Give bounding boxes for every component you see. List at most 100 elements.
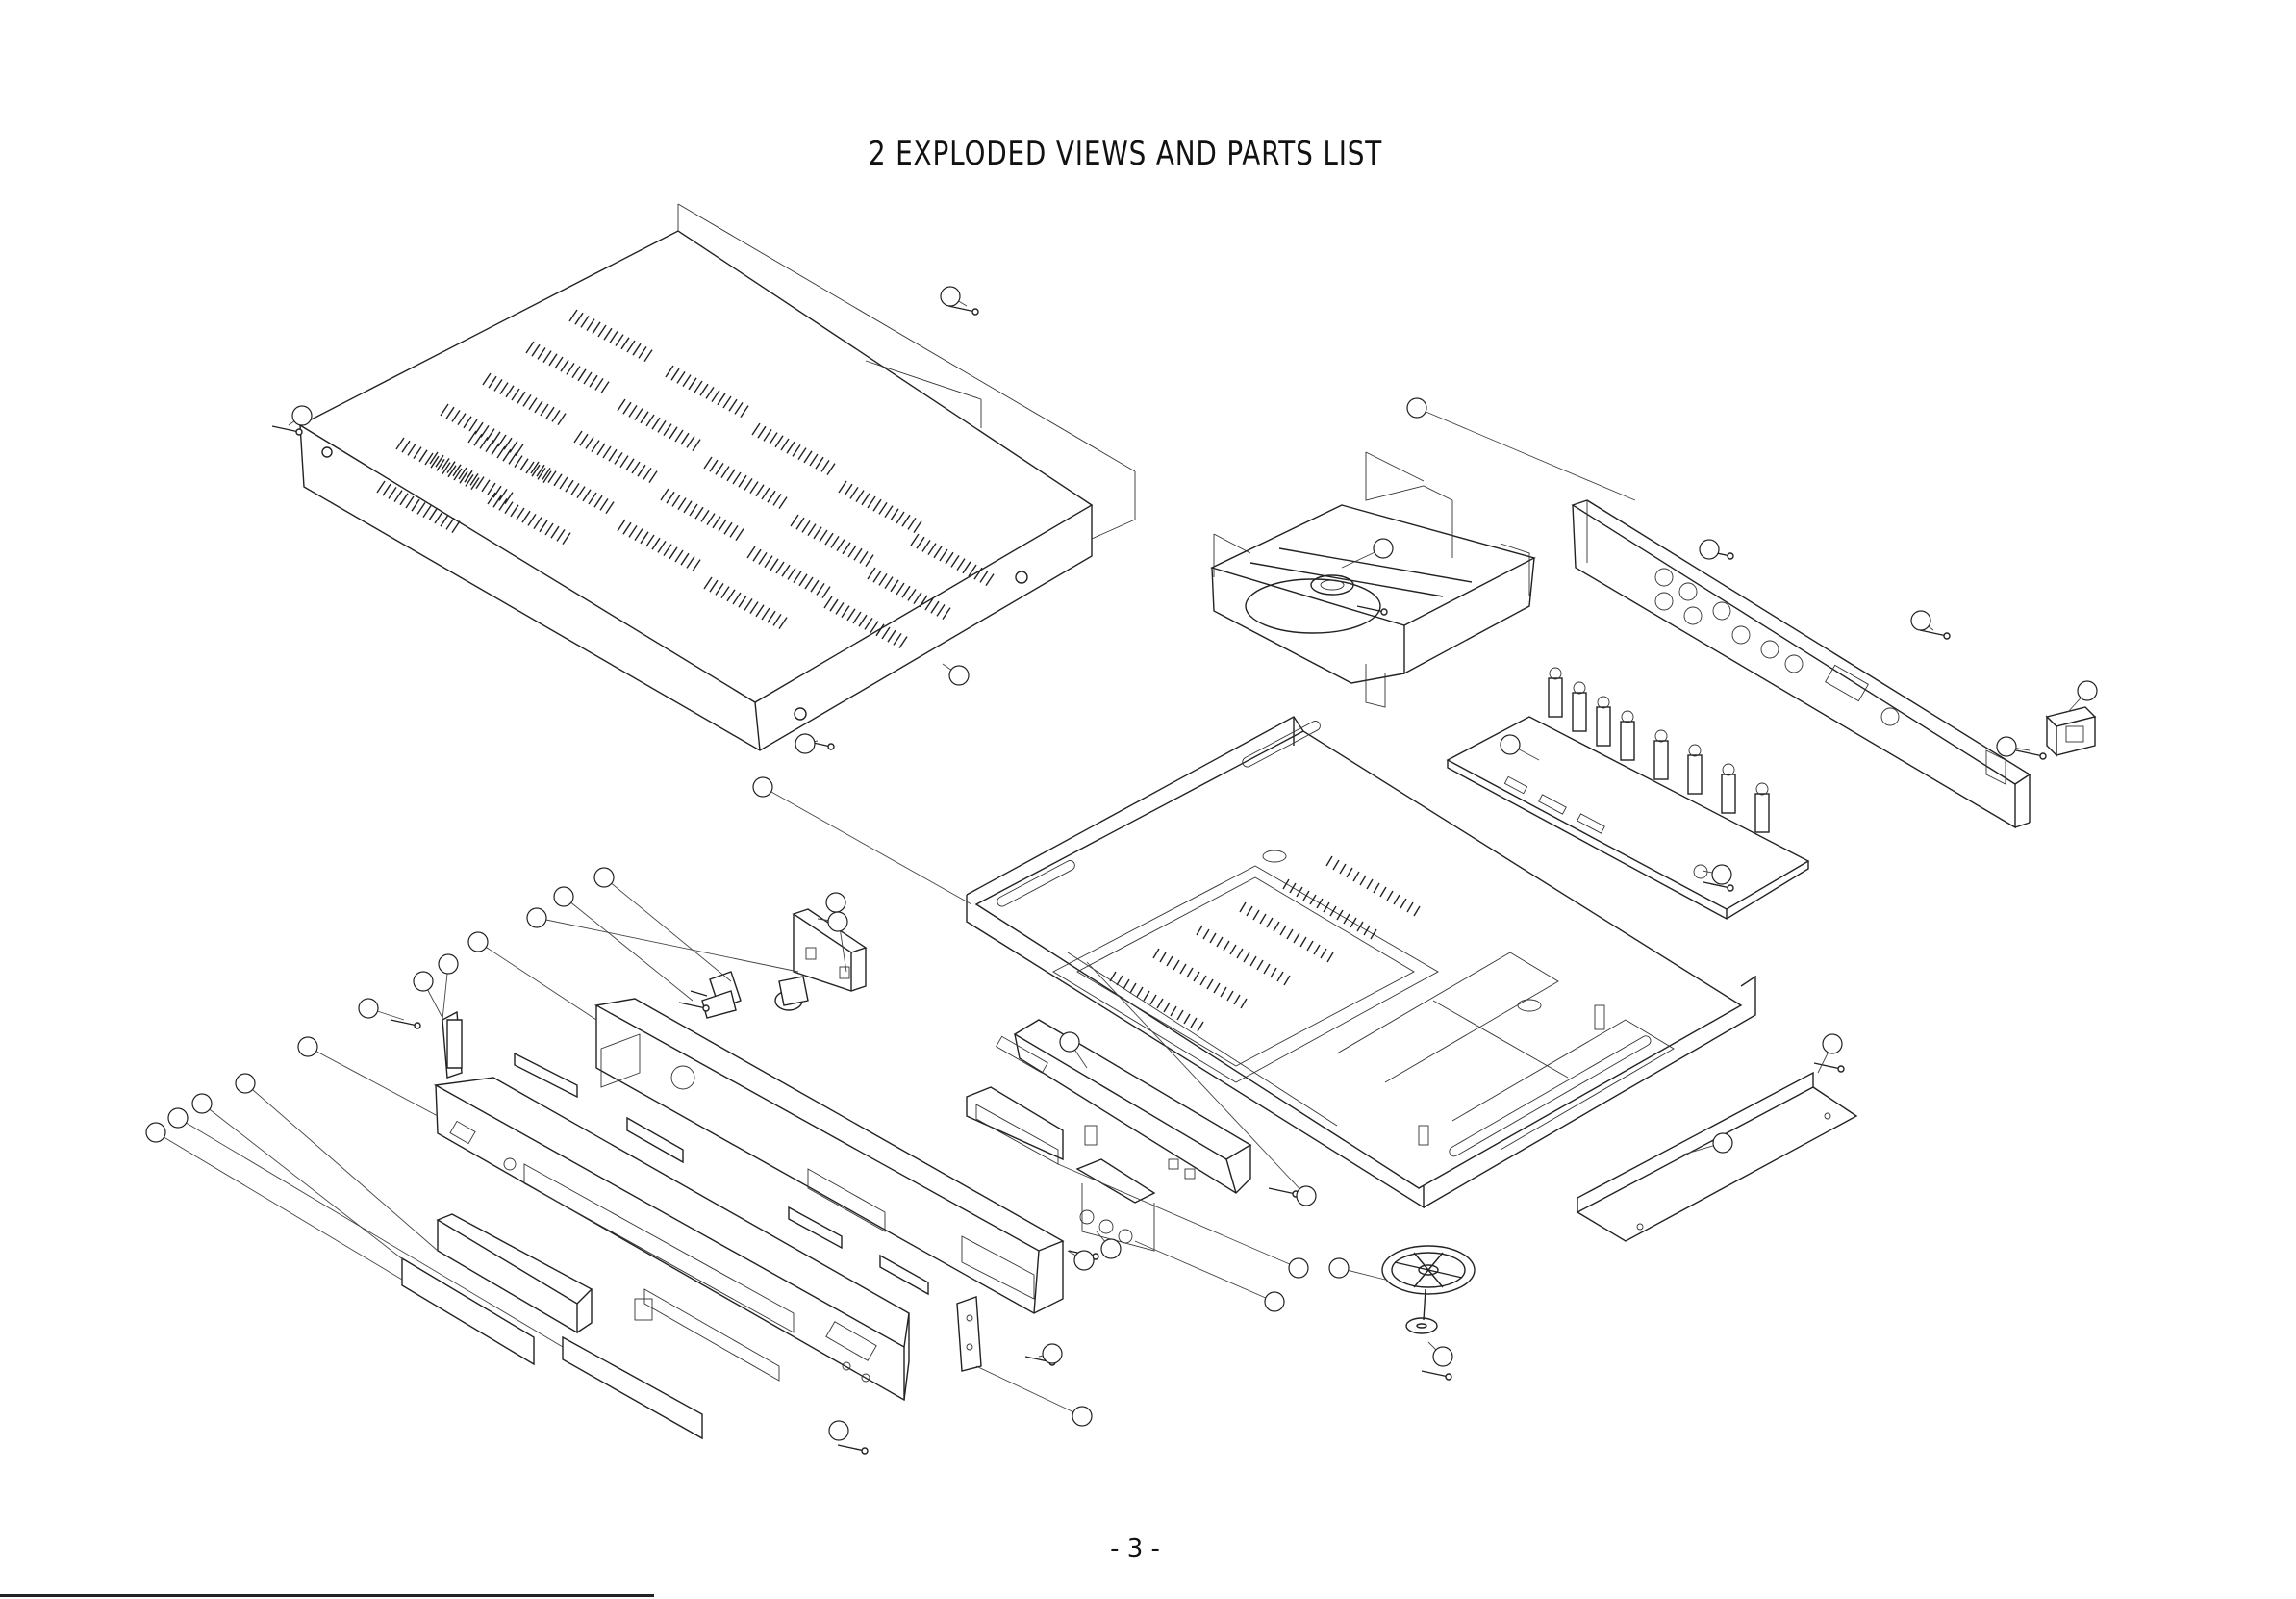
pcb-jack xyxy=(1598,697,1609,708)
screw-head xyxy=(296,429,302,435)
pcb-jack xyxy=(1655,730,1667,742)
screw-head xyxy=(2040,753,2046,759)
side-labels xyxy=(515,1053,928,1294)
pcb-jack xyxy=(1622,711,1633,723)
vent-slot xyxy=(417,502,425,514)
leader-line xyxy=(156,1132,402,1280)
screw-head xyxy=(972,309,978,315)
left-bracket xyxy=(442,1012,462,1078)
callout-balloon xyxy=(1101,1239,1121,1258)
screw-head xyxy=(1838,1066,1844,1072)
screw xyxy=(1920,630,1947,636)
callout-balloon xyxy=(1289,1258,1308,1278)
screw xyxy=(2016,750,2043,756)
screw-head xyxy=(1728,553,1733,559)
screw-head xyxy=(703,1005,709,1011)
callout-balloon xyxy=(753,777,772,797)
dvd-loader xyxy=(1212,452,1534,707)
callout-balloon xyxy=(1433,1347,1452,1366)
callout-balloon xyxy=(236,1074,255,1093)
vent-slot xyxy=(446,518,454,529)
callout-balloon xyxy=(527,908,546,927)
callout-balloon xyxy=(146,1123,165,1142)
callout-balloon xyxy=(1374,539,1393,558)
leader-line xyxy=(1135,1241,1274,1302)
callout-balloon xyxy=(795,734,815,753)
callout-balloon xyxy=(468,932,488,952)
leader-line xyxy=(202,1104,404,1260)
callout-balloon xyxy=(1072,1407,1092,1426)
pcb-component xyxy=(1722,774,1735,813)
leader-line xyxy=(178,1118,563,1347)
leader-line xyxy=(478,942,596,1020)
callout-balloon xyxy=(2078,681,2097,700)
pcb-jack xyxy=(1574,682,1585,694)
vent-slot xyxy=(899,637,907,648)
vent-slot xyxy=(882,627,890,639)
callout-balloon xyxy=(1407,398,1426,418)
callout-balloon xyxy=(292,406,312,425)
screw xyxy=(1269,1188,1296,1194)
vent-slot xyxy=(435,512,442,523)
vent-slot xyxy=(441,515,448,526)
callout-balloon xyxy=(168,1108,188,1128)
callout-balloon xyxy=(1823,1034,1842,1053)
leader-line xyxy=(1058,1164,1299,1268)
vent-slot xyxy=(377,481,385,493)
bottom-rule xyxy=(0,1594,654,1597)
leader-line xyxy=(245,1083,438,1251)
pcb-component xyxy=(1549,678,1562,717)
pcb-component xyxy=(1654,741,1668,779)
vent-slot xyxy=(931,601,939,613)
screw xyxy=(391,1020,417,1026)
vent-slot xyxy=(888,630,896,642)
leader-line xyxy=(604,877,731,981)
callout-balloon xyxy=(1700,540,1719,559)
callout-balloon xyxy=(439,954,458,974)
vent-slot xyxy=(980,571,988,582)
vent-slot xyxy=(429,509,437,520)
screw-head xyxy=(862,1448,868,1454)
vent-slot xyxy=(406,496,414,508)
callout-balloon xyxy=(192,1094,212,1113)
pcb-component xyxy=(1755,794,1769,832)
callout-balloon xyxy=(1712,865,1731,884)
power-switch xyxy=(2047,707,2095,755)
callout-balloon xyxy=(826,893,845,912)
vent-slot xyxy=(394,491,402,502)
screw-head xyxy=(1381,609,1387,615)
right-bracket xyxy=(957,1297,981,1371)
screw-head xyxy=(1944,633,1950,639)
callout-balloon xyxy=(949,666,969,685)
callout-balloon xyxy=(1297,1186,1316,1206)
vent-slot xyxy=(423,506,431,518)
vent-slot xyxy=(937,604,945,616)
page-number: - 3 - xyxy=(1077,1535,1193,1563)
front-frame xyxy=(596,999,1063,1313)
pcb-jack xyxy=(1723,764,1734,775)
callout-balloon xyxy=(1713,1133,1732,1153)
callout-balloon xyxy=(1911,611,1930,630)
screw-head xyxy=(1446,1374,1451,1380)
leader-line xyxy=(564,897,693,1001)
callout-balloon xyxy=(1329,1258,1349,1278)
top-cover xyxy=(300,204,1135,750)
callout-balloon xyxy=(828,912,847,931)
leader-line xyxy=(1417,408,1635,500)
screw xyxy=(1814,1063,1841,1069)
callout-balloon xyxy=(414,972,433,991)
screw-head xyxy=(1728,885,1733,891)
pcb-jack xyxy=(1756,783,1768,795)
vent-slot xyxy=(412,499,419,511)
callout-balloon xyxy=(1074,1251,1094,1270)
vent-slot xyxy=(894,633,901,645)
vent-slot xyxy=(943,608,950,620)
callout-balloon xyxy=(1501,735,1520,754)
pcb-component xyxy=(1597,707,1610,746)
screw-head xyxy=(828,744,834,749)
screw xyxy=(1422,1371,1449,1377)
leader-line xyxy=(537,918,798,972)
pcb-jack xyxy=(1550,668,1561,679)
vent-slot xyxy=(400,494,408,505)
